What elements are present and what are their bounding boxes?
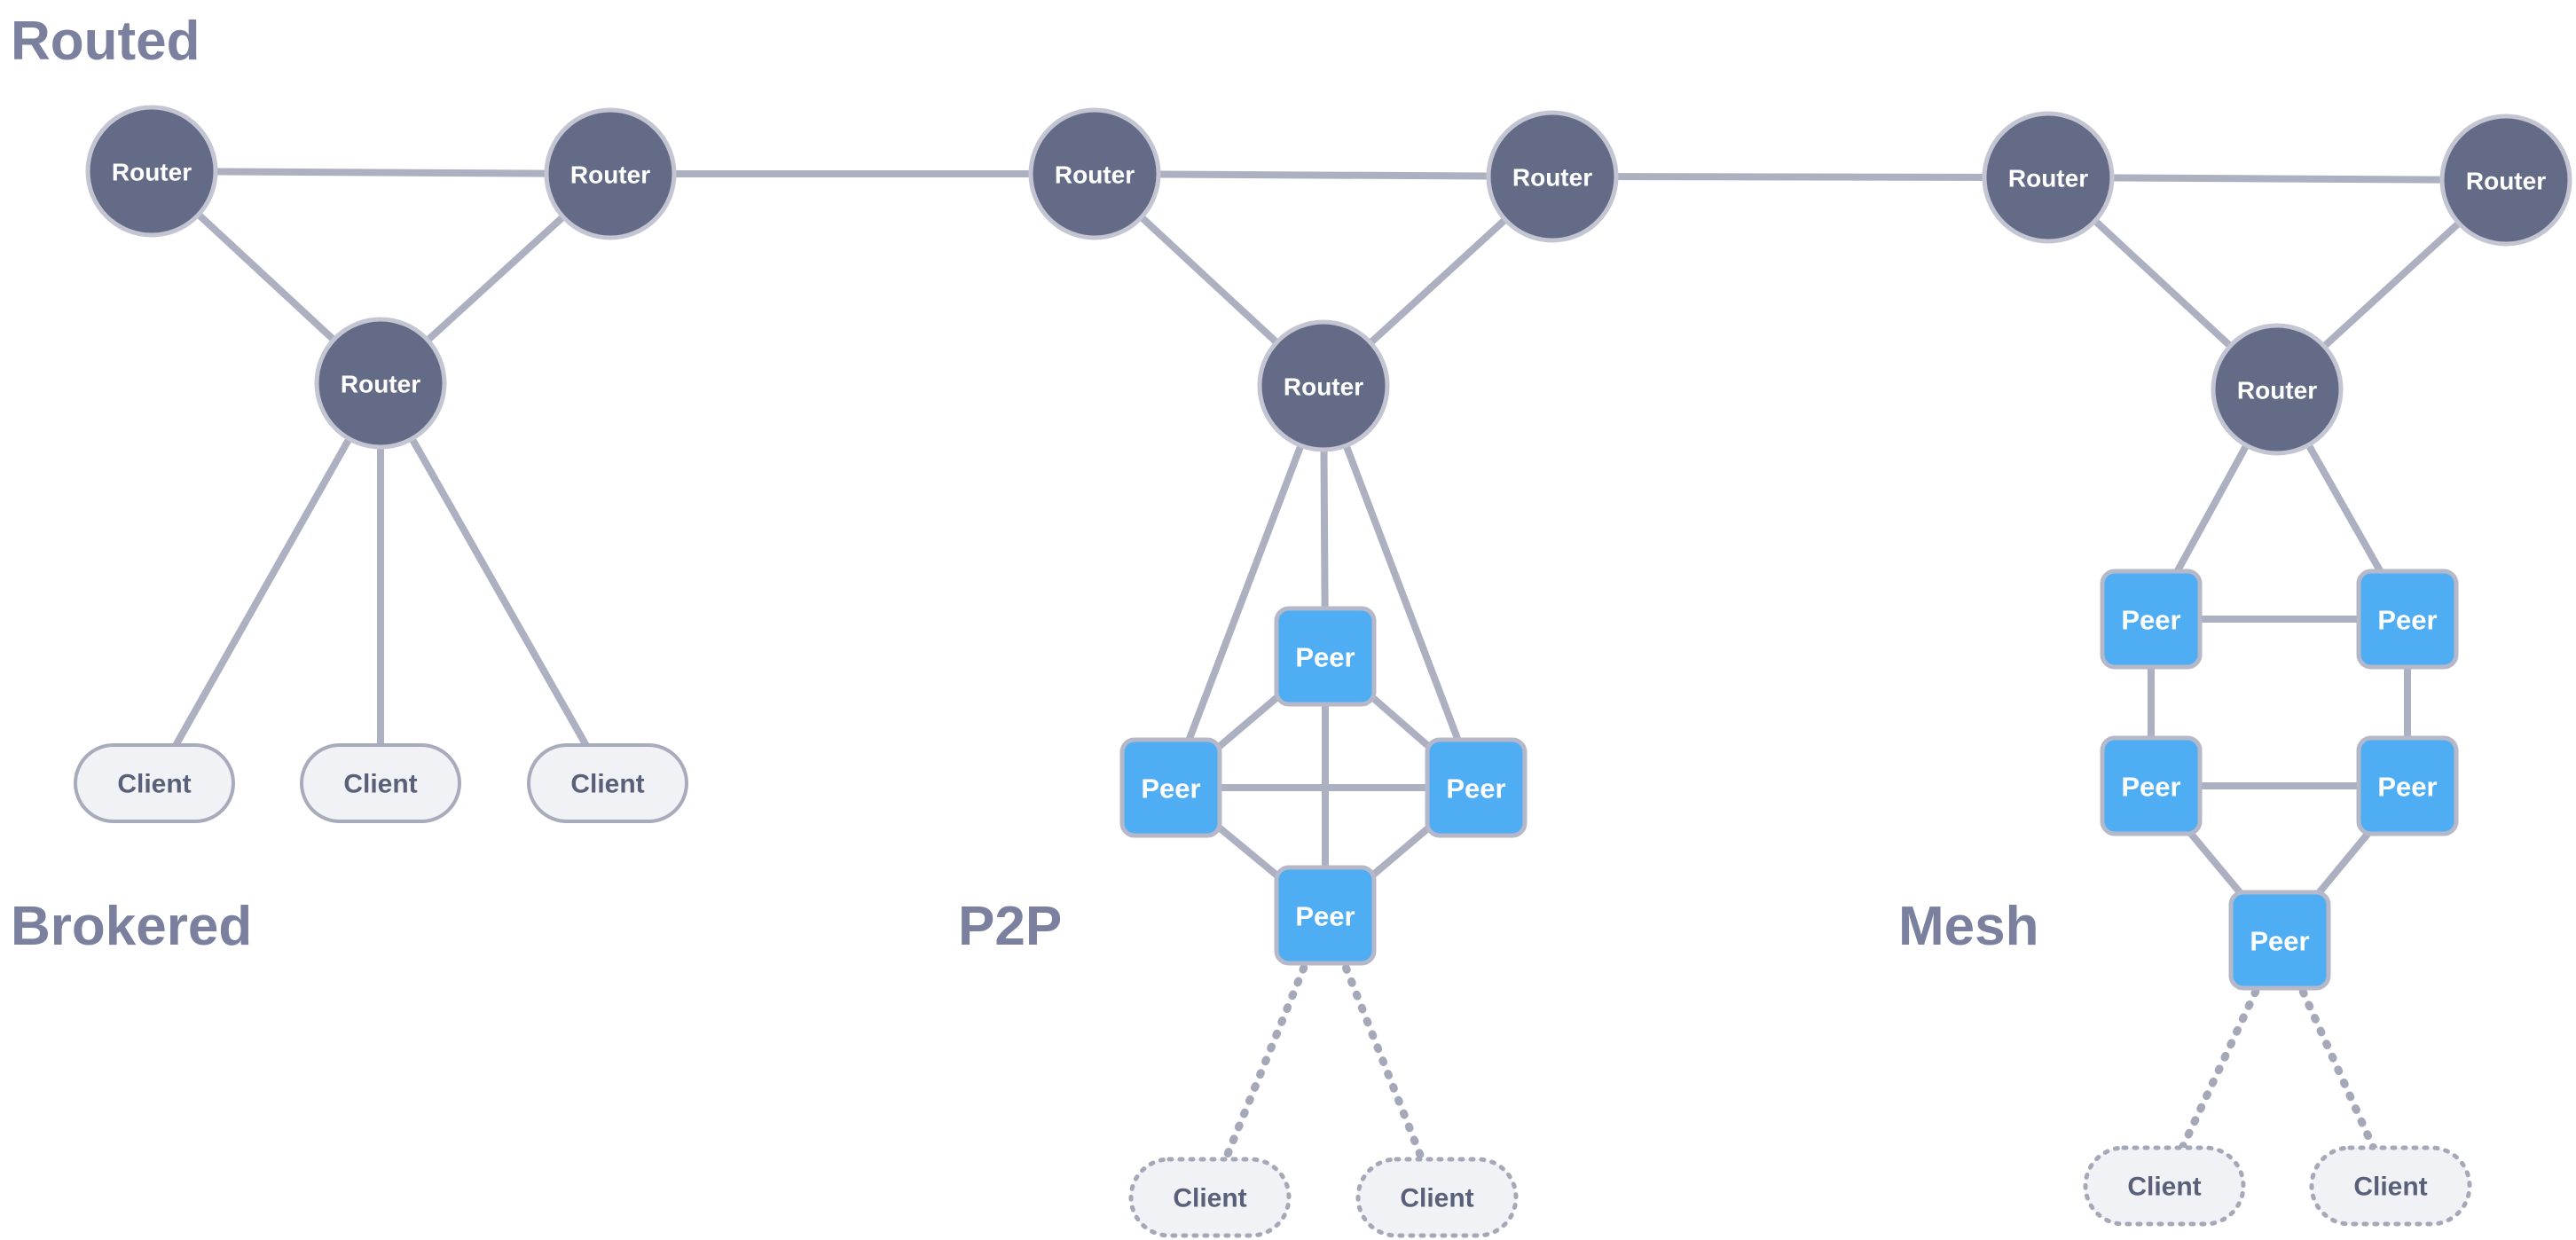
- client-shape: [527, 743, 688, 823]
- router-label: Router: [2008, 165, 2088, 192]
- peer-node-p4: Peer: [1274, 865, 1377, 966]
- peer-node-p3: Peer: [1425, 737, 1528, 838]
- router-node-r9: Router: [2211, 323, 2344, 456]
- peer-label: Peer: [2121, 772, 2180, 803]
- client-node-c4: Client: [1128, 1157, 1292, 1238]
- router-shape: [2211, 323, 2344, 456]
- edge-p4-c4: [1206, 911, 1330, 1202]
- edge-r6-p2: [1167, 382, 1327, 791]
- edge-r1-r2: [148, 168, 614, 177]
- peer-label: Peer: [1295, 901, 1355, 932]
- peer-label: Peer: [1295, 642, 1355, 673]
- peer-shape: [2228, 890, 2331, 991]
- client-node-c2: Client: [300, 743, 461, 823]
- router-node-r6: Router: [1257, 319, 1390, 452]
- title-routed: Routed: [11, 11, 200, 72]
- peer-node-p2: Peer: [1119, 737, 1222, 838]
- edge-p4-c5: [1321, 911, 1441, 1202]
- router-label: Router: [2466, 168, 2546, 195]
- router-label: Router: [1512, 164, 1592, 192]
- router-label: Router: [112, 159, 192, 186]
- router-node-r3: Router: [314, 317, 447, 450]
- peer-node-m5: Peer: [2228, 890, 2331, 991]
- peer-node-m2: Peer: [2356, 569, 2459, 670]
- router-shape: [314, 317, 447, 450]
- router-label: Router: [341, 371, 420, 398]
- client-shape: [300, 743, 461, 823]
- peer-shape: [1425, 737, 1528, 838]
- peer-node-p1: Peer: [1274, 606, 1377, 707]
- client-label: Client: [117, 770, 191, 799]
- title-p2p: P2P: [958, 896, 1063, 957]
- peer-label: Peer: [1141, 773, 1200, 804]
- client-node-c5: Client: [1355, 1157, 1519, 1238]
- router-label: Router: [2237, 377, 2317, 404]
- client-node-c6: Client: [2083, 1145, 2246, 1227]
- router-shape: [1486, 110, 1619, 243]
- peer-shape: [2356, 735, 2459, 836]
- edge-r7-r8: [2045, 174, 2509, 184]
- peer-shape: [1274, 865, 1377, 966]
- router-label: Router: [1055, 161, 1135, 189]
- router-shape: [544, 107, 677, 240]
- client-label: Client: [2353, 1173, 2427, 1202]
- router-shape: [1982, 111, 2115, 244]
- client-node-c3: Client: [527, 743, 688, 823]
- client-shape: [1355, 1157, 1519, 1238]
- client-shape: [1128, 1157, 1292, 1238]
- client-label: Client: [570, 770, 644, 799]
- client-shape: [2083, 1145, 2246, 1227]
- peer-shape: [1119, 737, 1222, 838]
- router-node-r2: Router: [544, 107, 677, 240]
- peer-shape: [1274, 606, 1377, 707]
- client-shape: [74, 743, 235, 823]
- peer-label: Peer: [2121, 605, 2180, 636]
- peer-shape: [2356, 569, 2459, 670]
- client-node-c1: Client: [74, 743, 235, 823]
- router-label: Router: [1284, 373, 1363, 401]
- router-node-r1: Router: [85, 105, 218, 238]
- edge-r3-c1: [151, 380, 384, 787]
- peer-node-m1: Peer: [2100, 569, 2203, 670]
- router-label: Router: [570, 161, 650, 189]
- router-shape: [2439, 114, 2572, 247]
- router-shape: [1028, 107, 1161, 240]
- router-node-r7: Router: [1982, 111, 2115, 244]
- peer-node-m4: Peer: [2356, 735, 2459, 836]
- peer-label: Peer: [2377, 605, 2437, 636]
- router-node-r4: Router: [1028, 107, 1161, 240]
- router-node-r8: Router: [2439, 114, 2572, 247]
- router-shape: [1257, 319, 1390, 452]
- peer-label: Peer: [1446, 773, 1505, 804]
- client-shape: [2309, 1145, 2472, 1227]
- client-label: Client: [1400, 1184, 1473, 1213]
- edge-r4-r5: [1091, 170, 1556, 180]
- router-shape: [85, 105, 218, 238]
- peer-shape: [2100, 569, 2203, 670]
- peer-label: Peer: [2377, 772, 2437, 803]
- client-label: Client: [2127, 1173, 2201, 1202]
- edge-r6-p3: [1320, 382, 1480, 791]
- peer-shape: [2100, 735, 2203, 836]
- client-label: Client: [343, 770, 417, 799]
- title-brokered: Brokered: [11, 896, 253, 957]
- client-label: Client: [1173, 1184, 1246, 1213]
- client-node-c7: Client: [2309, 1145, 2472, 1227]
- title-mesh: Mesh: [1898, 896, 2039, 957]
- peer-label: Peer: [2250, 926, 2309, 957]
- router-node-r5: Router: [1486, 110, 1619, 243]
- peer-node-m3: Peer: [2100, 735, 2203, 836]
- edge-r3-c3: [377, 380, 611, 787]
